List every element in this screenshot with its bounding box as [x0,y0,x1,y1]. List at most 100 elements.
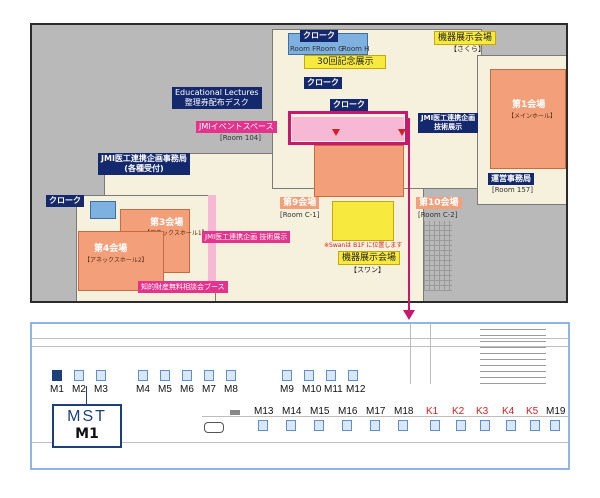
booth-m6 [182,370,192,381]
room-104-label: [Room 104] [220,134,261,142]
wall-vertical-2 [430,324,431,384]
anniversary-exhibit-label: 30回記念展示 [304,55,387,69]
booth-label-k3: K3 [476,406,489,417]
hall-4-sub: 【アネックスホール2】 [84,257,148,264]
booth-label-m14: M14 [282,406,302,417]
booth-m14 [286,420,296,431]
booth-m10 [304,370,314,381]
booth-m13 [258,420,268,431]
hall-3-title: 第3会場 [150,218,184,228]
booth-label-m8: M8 [224,384,238,395]
ops-office-label: 運営事務局 [488,173,534,185]
mst-callout-line [86,386,87,404]
booth-m2 [74,370,84,381]
exhibit-swan-title: 機器展示会場 [338,251,401,265]
booth-label-m19: M19 [546,406,566,417]
booth-m17 [370,420,380,431]
table-shape [204,422,224,433]
wall-line-bottom [32,442,568,443]
room-f-label: Room F [290,45,317,53]
jmi-event-space-label: JMIイベントスペース [196,121,277,133]
cloak-label-center: クローク [304,77,342,89]
booth-k4 [506,420,516,431]
cloak-label-left: クローク [46,195,84,207]
booth-label-m3: M3 [94,384,108,395]
booth-label-k2: K2 [452,406,465,417]
room-157-label: [Room 157] [492,186,533,194]
booth-label-m17: M17 [366,406,386,417]
exhibit-swan-sub: 【スワン】 [350,266,385,274]
exhibit-sakura-title: 機器展示会場 [434,31,497,45]
cloak-label-top: クローク [300,30,338,42]
highlight-box [288,111,408,145]
jmi-office-label: JMI医工連携企画事務局 (各種受付) [98,153,190,175]
booth-k2 [456,420,466,431]
booth-label-m7: M7 [202,384,216,395]
booth-k5 [530,420,540,431]
swan-note: ※Swanは B1F に位置します [324,242,403,249]
floor-map: クローク Room F Room G Room H 機器展示会場 【さくら】 3… [30,23,568,303]
booth-m15 [314,420,324,431]
stairs [480,328,546,384]
jmi-tech-exhibit-label: JMI医工連携企画 技術展示 [202,231,291,243]
cloak-label-center-2: クローク [330,99,368,111]
swan-exhibit-area [332,201,394,241]
ip-consult-booth-label: 知的財産無料相談会ブース [138,281,228,293]
booth-marker-2 [398,129,406,136]
booth-marker-1 [332,129,340,136]
hatch-area [424,221,452,291]
jmi-office-line-1: JMI医工連携企画事務局 [101,154,187,163]
wall-line-top-2 [32,346,568,347]
booth-label-m16: M16 [338,406,358,417]
booth-k3 [480,420,490,431]
booth-m8 [226,370,236,381]
booth-label-k5: K5 [526,406,539,417]
booth-label-m18: M18 [394,406,414,417]
room-h-label: Room H [342,45,370,53]
booth-k1 [430,420,440,431]
jmi-tech-corridor [292,117,404,141]
lectures-line-1: Educational Lectures [175,88,259,97]
wall-line-top [32,338,568,339]
booth-label-m13: M13 [254,406,274,417]
counter-shape [230,410,240,415]
booth-m9 [282,370,292,381]
jmi-office-line-2: (各種受付) [124,164,164,173]
booth-label-k4: K4 [502,406,515,417]
booth-m16 [342,420,352,431]
booth-label-m10: M10 [302,384,322,395]
hall-9-10-block [314,145,404,197]
booth-label-m2: M2 [72,384,86,395]
booth-m5 [160,370,170,381]
booth-label-m6: M6 [180,384,194,395]
booth-m1 [52,370,62,381]
wall-vertical-1 [410,324,411,384]
hall-4-title: 第4会場 [94,244,128,254]
connector-arrow [403,310,415,320]
booth-label-m1: M1 [50,384,64,395]
booth-label-m5: M5 [158,384,172,395]
booth-m18 [398,420,408,431]
jmi-tech-box-line-2: 技術展示 [434,123,463,131]
hall-1-sub: 【メインホール】 [508,113,557,120]
hall-1-title: 第1会場 [512,100,546,110]
booth-m11 [326,370,336,381]
wall-line-mid [202,416,568,417]
booth-label-m11: M11 [324,384,343,395]
hall-1 [490,69,566,169]
connector-line [408,118,410,314]
mst-booth-label: M1 [75,426,99,442]
booth-m7 [204,370,214,381]
jmi-tech-box-label: JMI医工連携企画 技術展示 [418,113,479,133]
booth-m4 [138,370,148,381]
mst-logo: MST [67,408,107,425]
booth-label-m4: M4 [136,384,150,395]
booth-m3 [96,370,106,381]
booth-label-k1: K1 [426,406,439,417]
mst-callout: MST M1 [52,404,122,448]
exhibit-sakura-sub: 【さくら】 [450,45,485,53]
lectures-desk-label: Educational Lectures 整理券配布デスク [172,87,262,109]
booth-label-m9: M9 [280,384,294,395]
cloak-left-room [90,201,116,219]
